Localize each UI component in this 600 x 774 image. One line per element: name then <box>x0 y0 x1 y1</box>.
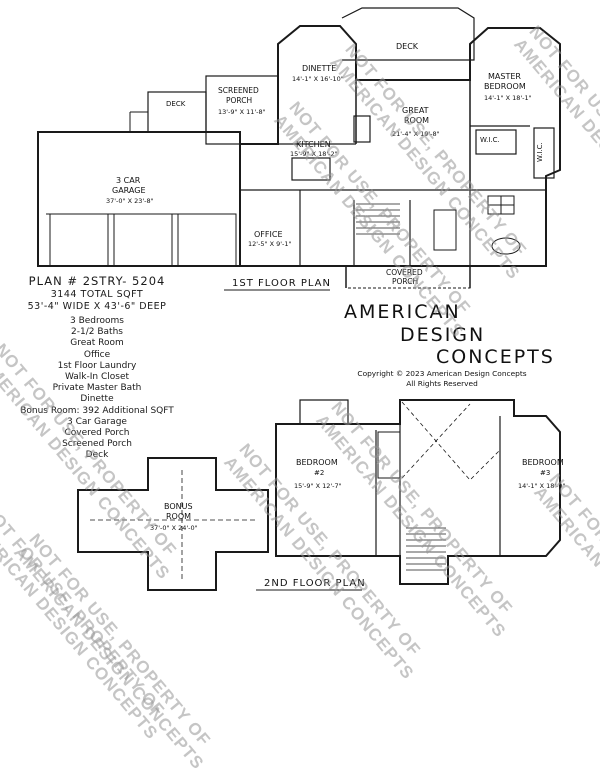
floor-plan-drawing <box>37 7 561 591</box>
feature-item: Private Master Bath <box>52 383 142 394</box>
brand-line-1: AMERICAN <box>344 301 461 323</box>
feature-item: Covered Porch <box>64 428 130 439</box>
garage-door-2 <box>113 213 173 267</box>
feature-item: Great Room <box>70 338 124 349</box>
master-bedroom-dim: 14'-1" X 18'-1" <box>484 94 532 102</box>
brand-line-3: CONCEPTS <box>436 346 555 368</box>
deck-top-label: DECK <box>396 42 419 51</box>
bedroom-3-label: BEDROOM <box>522 458 564 467</box>
wic-2-closet <box>533 127 555 179</box>
garage-label-1: 3 CAR <box>116 176 141 185</box>
feature-item: Dinette <box>80 394 114 405</box>
dinette-label: DINETTE <box>302 64 337 73</box>
feature-item: 1st Floor Laundry <box>57 360 137 371</box>
floor-plan-sheet: DECK DECK DINETTE 14'-1" X 16'-10" SCREE… <box>0 7 600 773</box>
office-label: OFFICE <box>254 230 283 239</box>
bonus-room-outline <box>77 457 269 591</box>
feature-item: Office <box>83 349 111 360</box>
master-bedroom-label-2: BEDROOM <box>484 82 526 91</box>
bonus-room-label-1: BONUS <box>164 502 193 511</box>
feature-item: Deck <box>85 450 109 461</box>
plan-number: PLAN # 2STRY- 5204 <box>28 274 166 288</box>
first-floor-label: 1ST FLOOR PLAN <box>232 278 331 289</box>
covered-porch-label-1: COVERED <box>386 268 423 277</box>
bedroom-3-number: #3 <box>540 469 551 477</box>
feature-item: Screened Porch <box>62 439 132 450</box>
office-dim: 12'-5" X 9'-1" <box>248 240 292 248</box>
feature-item: 3 Car Garage <box>67 416 127 427</box>
bedroom-2-label: BEDROOM <box>296 458 338 467</box>
stairs-2nd <box>406 527 446 571</box>
feature-item: 2-1/2 Baths <box>71 327 123 338</box>
master-tub <box>491 237 521 255</box>
copyright-block: Copyright © 2023 American Design Concept… <box>342 369 542 389</box>
plan-info: PLAN # 2STRY- 5204 3144 TOTAL SQFT 53'-4… <box>8 274 186 462</box>
feature-item: Bonus Room: 392 Additional SQFT <box>20 405 174 416</box>
kitchen-label: KITCHEN <box>296 140 331 149</box>
wic-1-label: W.I.C. <box>480 136 500 144</box>
bedroom-2-dim: 15'-9" X 12'-7" <box>294 482 342 490</box>
wic-2-label: W.I.C. <box>536 142 544 162</box>
bath-2nd <box>377 431 401 479</box>
second-floor-label: 2ND FLOOR PLAN <box>264 578 366 589</box>
total-sqft: 3144 TOTAL SQFT <box>50 289 144 300</box>
brand-line-2: DESIGN <box>400 324 486 346</box>
feature-item: Walk-In Closet <box>64 372 130 383</box>
master-bedroom-label-1: MASTER <box>488 72 521 81</box>
bonus-room-label-2: ROOM <box>166 512 192 521</box>
garage-dim: 37'-0" X 23'-8" <box>106 197 154 205</box>
garage-label-2: GARAGE <box>112 186 146 195</box>
garage-door-3 <box>177 213 237 267</box>
great-room-label-1: GREAT <box>402 106 429 115</box>
fireplace <box>353 115 371 143</box>
bonus-room-dim: 37'-0" X 24'-0" <box>150 524 198 532</box>
bedroom-3-dim: 14'-1" X 18'-9" <box>518 482 566 490</box>
stairs-1st <box>356 203 400 235</box>
plan-dimensions: 53'-4" WIDE X 43'-6" DEEP <box>27 301 167 312</box>
garage-door-1 <box>49 213 109 267</box>
bedroom-2-number: #2 <box>314 469 325 477</box>
room-labels: DECK DECK DINETTE 14'-1" X 16'-10" SCREE… <box>106 42 566 532</box>
screened-porch-label-2: PORCH <box>226 96 253 105</box>
kitchen-island <box>291 157 331 181</box>
covered-porch-label-2: PORCH <box>392 277 419 286</box>
screened-porch-label-1: SCREENED <box>218 86 259 95</box>
feature-item: 3 Bedrooms <box>70 316 124 326</box>
rights-text: All Rights Reserved <box>406 379 478 388</box>
great-room-dim: 21'-4" X 19'-8" <box>392 130 440 138</box>
kitchen-dim: 15'-9" X 18'-2" <box>290 150 338 158</box>
wic-1-closet <box>475 129 517 155</box>
copyright-text: Copyright © 2023 American Design Concept… <box>357 369 527 378</box>
deck-left-label: DECK <box>166 100 186 108</box>
dinette-dim: 14'-1" X 16'-10" <box>292 75 344 83</box>
great-room-label-2: ROOM <box>404 116 430 125</box>
screened-porch-dim: 13'-9" X 11'-8" <box>218 108 266 116</box>
house-outline <box>239 25 561 267</box>
